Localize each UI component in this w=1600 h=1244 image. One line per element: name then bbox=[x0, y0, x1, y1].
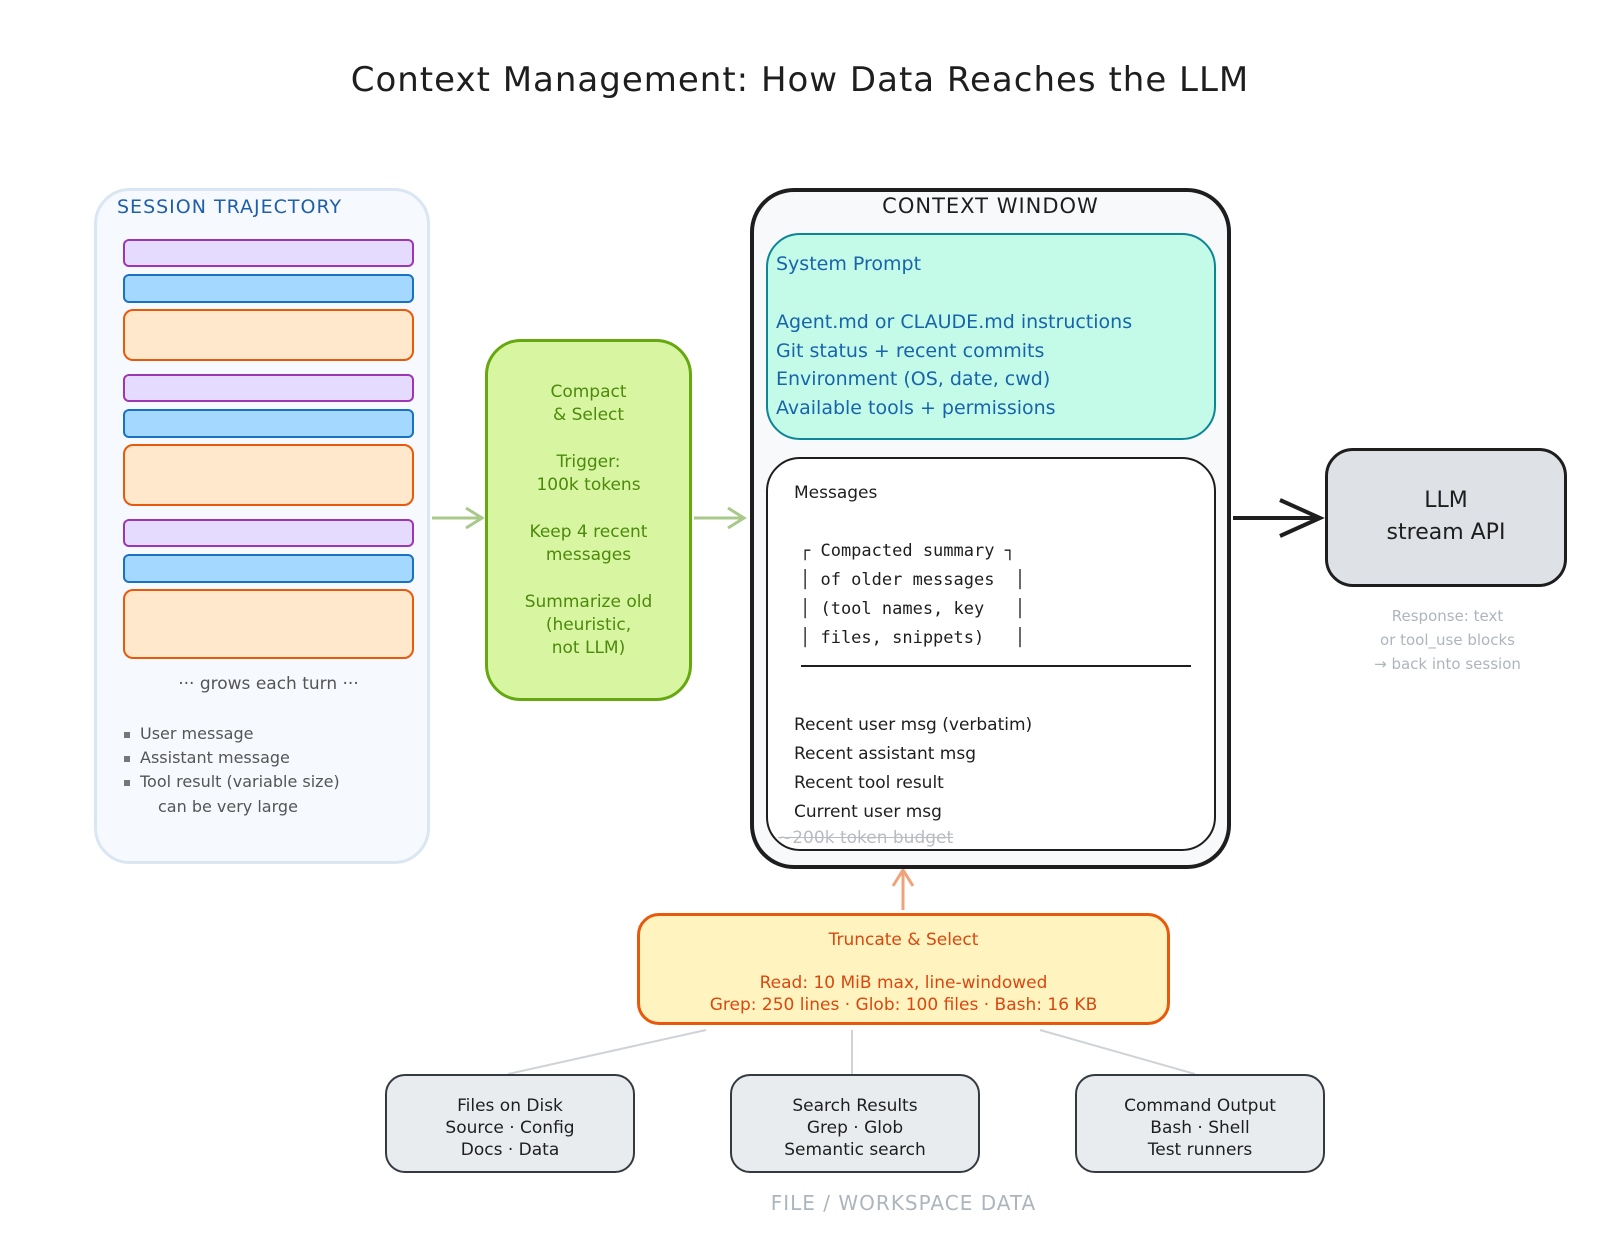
keep-recent-label: Keep 4 recent bbox=[529, 522, 648, 542]
compact-label: Compact bbox=[550, 382, 627, 402]
truncate-select-box bbox=[637, 913, 1170, 1025]
system-prompt-box bbox=[766, 233, 1216, 440]
compacted-summary-line: ┌ Compacted summary ┐ bbox=[800, 541, 1015, 561]
bullet-icon bbox=[124, 755, 130, 762]
source-label: Semantic search bbox=[784, 1140, 926, 1160]
session-trajectory-title: SESSION TRAJECTORY bbox=[117, 196, 343, 218]
legend-item: User message bbox=[124, 724, 253, 743]
recent-message-line: Recent user msg (verbatim) bbox=[794, 715, 1033, 735]
recent-message-line: Recent assistant msg bbox=[794, 744, 977, 764]
summarize-label: Summarize old bbox=[524, 592, 653, 612]
summarize-label: not LLM) bbox=[551, 638, 626, 658]
response-note: or tool_use blocks bbox=[1380, 631, 1515, 649]
truncate-tool-limits: Grep: 250 lines · Glob: 100 files · Bash… bbox=[709, 995, 1098, 1015]
context-window-title: CONTEXT WINDOW bbox=[882, 194, 1099, 218]
source-label: Grep · Glob bbox=[806, 1118, 904, 1138]
tool-result-block bbox=[123, 589, 414, 659]
llm-label: stream API bbox=[1386, 520, 1506, 545]
token-budget-label: ~200k token budget bbox=[778, 828, 954, 848]
system-prompt-line: Agent.md or CLAUDE.md instructions bbox=[776, 311, 1133, 333]
system-prompt-line: Available tools + permissions bbox=[776, 397, 1056, 419]
recent-message-line: Recent tool result bbox=[794, 773, 944, 793]
truncate-read-limit: Read: 10 MiB max, line-windowed bbox=[759, 973, 1048, 993]
grows-note: ··· grows each turn ··· bbox=[178, 674, 359, 694]
llm-label: LLM bbox=[1424, 488, 1468, 513]
keep-recent-label: messages bbox=[545, 545, 632, 565]
response-note: Response: text bbox=[1391, 607, 1504, 625]
legend-note: can be very large bbox=[158, 797, 298, 816]
assistant-message-block bbox=[123, 554, 414, 583]
compact-label: & Select bbox=[552, 405, 625, 425]
response-note: → back into session bbox=[1374, 655, 1521, 673]
user-message-block bbox=[123, 374, 414, 402]
compacted-summary-line: │ of older messages │ bbox=[800, 570, 1026, 590]
source-label: Search Results bbox=[792, 1096, 918, 1116]
source-label: Source · Config bbox=[445, 1118, 575, 1138]
user-message-block bbox=[123, 239, 414, 267]
system-prompt-heading: System Prompt bbox=[776, 253, 922, 275]
bullet-icon bbox=[124, 779, 130, 786]
command-output-box bbox=[1075, 1074, 1325, 1173]
files-on-disk-box bbox=[385, 1074, 635, 1173]
recent-message-line: Current user msg bbox=[794, 802, 942, 822]
source-label: Files on Disk bbox=[457, 1096, 563, 1116]
system-prompt-line: Environment (OS, date, cwd) bbox=[776, 368, 1051, 390]
llm-stream-api-box bbox=[1325, 448, 1567, 587]
source-label: Docs · Data bbox=[460, 1140, 560, 1160]
user-message-block bbox=[123, 519, 414, 547]
bullet-icon bbox=[124, 731, 130, 738]
trigger-value: 100k tokens bbox=[536, 475, 641, 495]
truncate-heading: Truncate & Select bbox=[828, 930, 979, 950]
legend-item: Tool result (variable size) bbox=[124, 772, 340, 791]
trigger-label: Trigger: bbox=[556, 452, 621, 472]
tool-result-block bbox=[123, 444, 414, 506]
source-label: Command Output bbox=[1124, 1096, 1276, 1116]
tool-result-block bbox=[123, 309, 414, 361]
system-prompt-line: Git status + recent commits bbox=[776, 340, 1045, 362]
source-label: Bash · Shell bbox=[1150, 1118, 1250, 1138]
page-title: Context Management: How Data Reaches the… bbox=[350, 60, 1250, 100]
assistant-message-block bbox=[123, 274, 414, 303]
summarize-label: (heuristic, bbox=[545, 615, 632, 635]
legend-item: Assistant message bbox=[124, 748, 290, 767]
compacted-summary-line: │ (tool names, key │ bbox=[800, 599, 1026, 619]
assistant-message-block bbox=[123, 409, 414, 438]
workspace-data-label: FILE / WORKSPACE DATA bbox=[770, 1191, 1037, 1215]
messages-heading: Messages bbox=[794, 483, 878, 503]
messages-box bbox=[766, 457, 1216, 851]
search-results-box bbox=[730, 1074, 980, 1173]
summary-divider bbox=[801, 665, 1191, 667]
source-label: Test runners bbox=[1147, 1140, 1253, 1160]
compact-select-box bbox=[485, 339, 692, 701]
compacted-summary-line: │ files, snippets) │ bbox=[800, 628, 1026, 648]
